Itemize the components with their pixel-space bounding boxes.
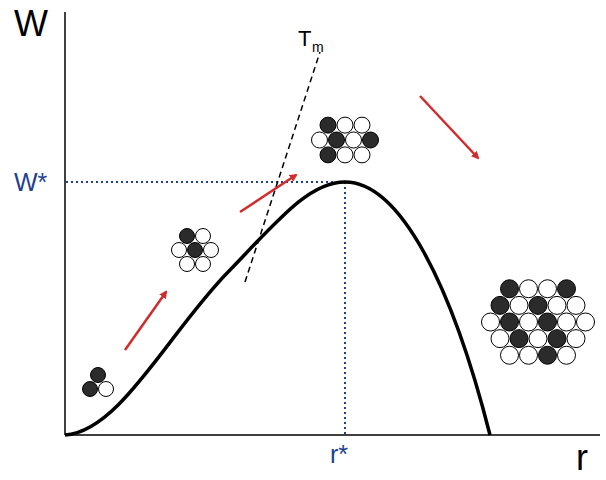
atom — [539, 313, 557, 331]
growth-arrow — [420, 96, 478, 158]
atom — [567, 330, 585, 348]
atom — [501, 346, 519, 364]
atom — [337, 147, 353, 163]
atom — [188, 243, 203, 258]
atom — [501, 280, 519, 298]
atom — [320, 147, 336, 163]
atom — [501, 313, 519, 331]
atom — [577, 313, 595, 331]
atom — [539, 280, 557, 298]
atom — [91, 368, 106, 383]
atom — [520, 313, 538, 331]
growth-arrow — [125, 292, 166, 350]
x-axis — [65, 434, 600, 436]
r-star-guide — [344, 182, 346, 434]
atom — [567, 296, 585, 314]
atom — [529, 330, 547, 348]
atom — [520, 280, 538, 298]
atom — [558, 346, 576, 364]
atom — [363, 132, 379, 148]
atom — [491, 296, 509, 314]
atom — [329, 132, 345, 148]
atom — [548, 296, 566, 314]
growth-arrow — [240, 175, 296, 212]
atom — [510, 296, 528, 314]
atom — [196, 257, 211, 272]
atom — [204, 243, 219, 258]
tm-dashed-line — [245, 52, 320, 282]
atom — [172, 243, 187, 258]
atom — [180, 229, 195, 244]
atom — [510, 330, 528, 348]
atom — [539, 346, 557, 364]
atom — [548, 330, 566, 348]
atom — [312, 132, 328, 148]
atom — [346, 132, 362, 148]
atom — [354, 147, 370, 163]
value-label: r* — [330, 442, 348, 467]
atom — [180, 257, 195, 272]
atom — [354, 117, 370, 133]
atom — [558, 280, 576, 298]
atom — [196, 229, 211, 244]
atom — [482, 313, 500, 331]
axis-label: W — [14, 6, 48, 42]
w-star-guide — [66, 181, 345, 183]
atom — [99, 382, 114, 397]
atom — [520, 346, 538, 364]
y-axis — [64, 12, 66, 435]
curve-label: T — [298, 28, 311, 50]
atom — [83, 382, 98, 397]
atom — [320, 117, 336, 133]
axis-label: r — [576, 440, 588, 476]
value-label: W* — [14, 170, 47, 195]
free-energy-curve — [65, 182, 490, 435]
curve-label-subscript: m — [312, 40, 324, 54]
atom-clusters — [83, 117, 595, 396]
atom — [558, 313, 576, 331]
atom — [529, 296, 547, 314]
atom — [491, 330, 509, 348]
atom — [337, 117, 353, 133]
